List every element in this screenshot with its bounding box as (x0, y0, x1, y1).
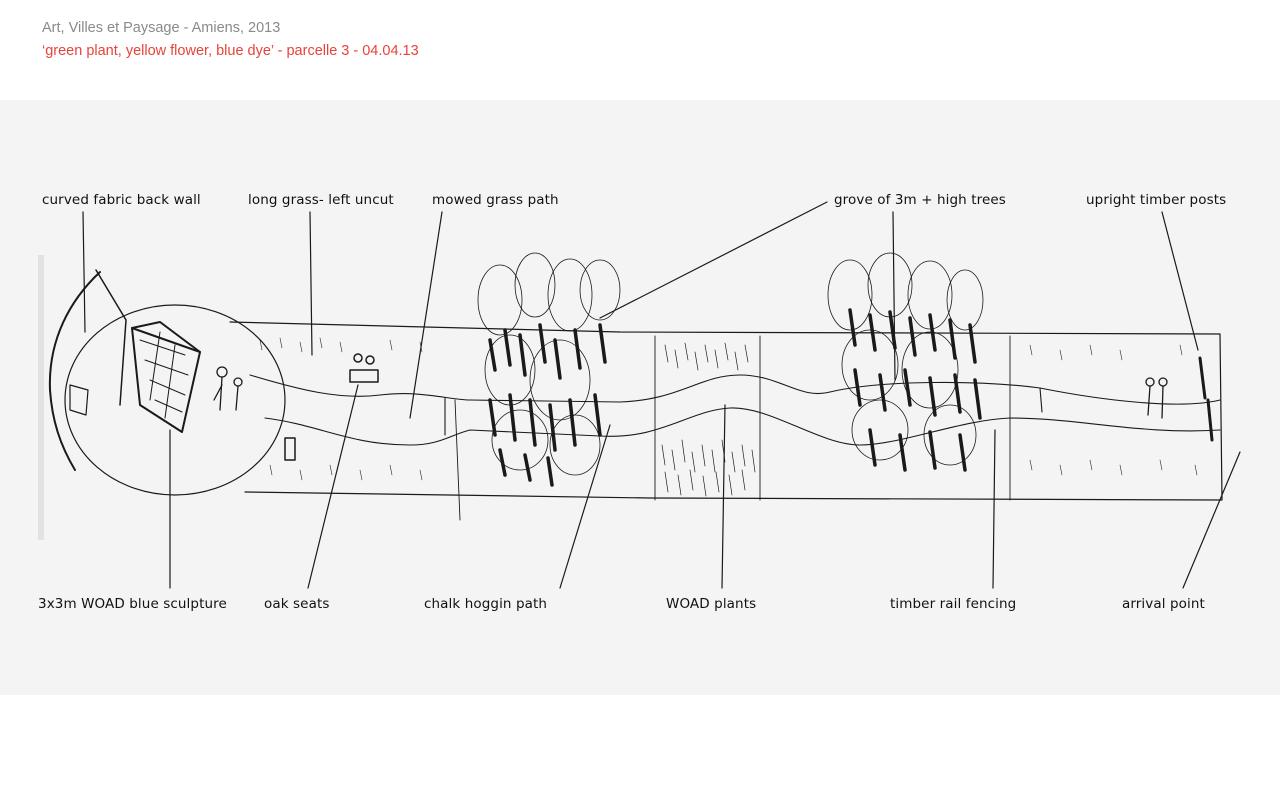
woad-plants-hatch (661, 342, 756, 497)
label-oak-seats: oak seats (264, 596, 330, 612)
margin-bar (38, 255, 44, 540)
site-boundary (229, 321, 1223, 521)
label-chalk-hoggin-path: chalk hoggin path (424, 596, 548, 612)
label-mowed-grass-path: mowed grass path (432, 192, 559, 208)
label-curved-fabric-back-wall: curved fabric back wall (42, 192, 201, 208)
drawing-subtitle: ‘green plant, yellow flower, blue dye’ -… (42, 43, 419, 59)
grove-trunks-1 (488, 323, 607, 487)
label-upright-timber-posts: upright timber posts (1086, 192, 1227, 208)
grove-trunks-2 (848, 308, 982, 472)
label-arrival-point: arrival point (1122, 596, 1205, 612)
label-timber-rail-fencing: timber rail fencing (890, 596, 1017, 612)
grove-canopy-2 (827, 252, 984, 466)
sketch-drawing (38, 201, 1241, 589)
label-woad-plants: WOAD plants (666, 596, 757, 612)
mowed-grass-path (249, 374, 1221, 446)
curved-fabric-back-wall (48, 269, 127, 471)
label-woad-sculpture: 3x3m WOAD blue sculpture (38, 596, 227, 612)
oak-seats (284, 353, 379, 461)
label-grove: grove of 3m + high trees (834, 192, 1006, 208)
chalk-hoggin-path (444, 387, 1043, 436)
circular-clearing (64, 304, 286, 496)
project-title: Art, Villes et Paysage - Amiens, 2013 (42, 20, 281, 36)
upright-timber-posts (1198, 356, 1214, 442)
visitor-figures (213, 366, 1168, 419)
site-plan-sketch: curved fabric back wall long grass- left… (0, 100, 1280, 695)
label-long-grass: long grass- left uncut (248, 192, 394, 208)
grove-canopy-1 (477, 252, 621, 476)
woad-sculpture (131, 321, 201, 433)
header: Art, Villes et Paysage - Amiens, 2013 ‘g… (42, 18, 419, 61)
leader-lines (82, 201, 1241, 589)
long-grass-hatch (259, 337, 1198, 481)
